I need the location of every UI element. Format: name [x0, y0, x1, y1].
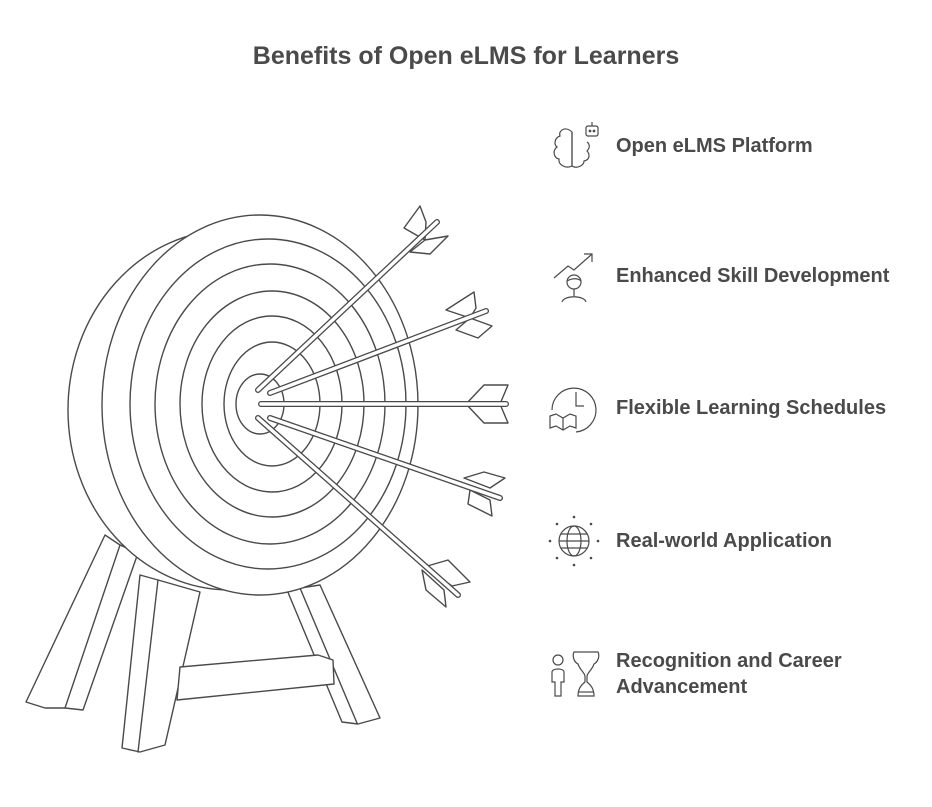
arrow-3	[258, 384, 509, 424]
benefit-label: Open eLMS Platform	[616, 135, 813, 157]
brain-robot-icon	[553, 122, 599, 168]
arrows	[255, 205, 509, 608]
benefit-item-1: Open eLMS Platform	[546, 118, 916, 174]
diagram-title: Benefits of Open eLMS for Learners	[252, 42, 680, 70]
benefit-label: Enhanced Skill Development	[616, 265, 890, 287]
benefit-label: Recognition and Career Advancement	[616, 650, 842, 698]
person-trophy-icon	[551, 651, 600, 697]
globe-icon	[548, 515, 600, 567]
benefit-label: Flexible Learning Schedules	[616, 397, 887, 419]
benefit-label: Real-world Application	[616, 530, 832, 552]
benefit-item-2: Enhanced Skill Development	[546, 248, 916, 304]
benefit-item-5: Recognition and Career Advancement	[546, 646, 916, 702]
arrow-5	[255, 415, 471, 608]
benefit-item-3: Flexible Learning Schedules	[546, 380, 916, 436]
arrow-2	[267, 291, 493, 396]
clock-book-icon	[549, 387, 597, 433]
benefit-item-4: Real-world Application	[546, 513, 916, 569]
arrow-1	[255, 205, 449, 393]
arrow-4	[267, 415, 506, 517]
person-growth-arrow-icon	[553, 253, 593, 303]
